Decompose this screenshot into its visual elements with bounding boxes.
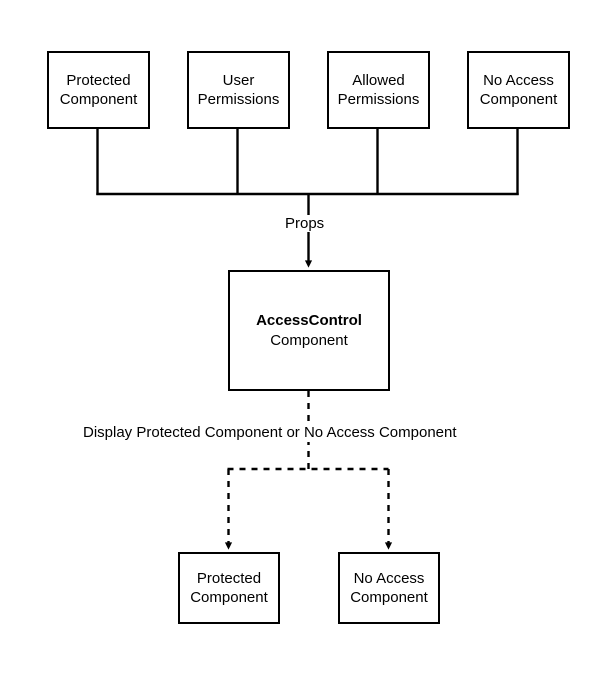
node-no-access-component-top[interactable]: No Access Component [467, 51, 570, 129]
node-no-access-component-bottom[interactable]: No Access Component [338, 552, 440, 624]
node-user-permissions-line2: Permissions [197, 91, 280, 108]
node-allowed-permissions-line2: Permissions [337, 91, 420, 108]
edge-label-props: Props [281, 215, 329, 232]
node-access-control-line2: Component [270, 331, 348, 349]
node-no-access-component-bottom-line2: Component [350, 589, 428, 606]
node-no-access-component-top-line1: No Access [483, 71, 554, 89]
node-access-control-line1: AccessControl [256, 312, 362, 330]
node-no-access-component-bottom-line1: No Access [353, 569, 425, 587]
node-protected-component-top-line2: Component [59, 91, 138, 108]
node-user-permissions[interactable]: User Permissions [187, 51, 290, 129]
node-protected-component-top[interactable]: Protected Component [47, 51, 150, 129]
node-no-access-component-top-line2: Component [479, 91, 558, 108]
node-user-permissions-line1: User [222, 71, 255, 89]
node-protected-component-bottom-line1: Protected [196, 569, 262, 587]
node-protected-component-bottom-line2: Component [190, 589, 268, 606]
node-protected-component-bottom[interactable]: Protected Component [178, 552, 280, 624]
node-protected-component-top-line1: Protected [66, 71, 131, 89]
node-access-control[interactable]: AccessControl Component [228, 270, 390, 391]
node-allowed-permissions-line1: Allowed [352, 71, 405, 89]
edge-label-display-branch: Display Protected Component or No Access… [78, 423, 462, 442]
node-allowed-permissions[interactable]: Allowed Permissions [327, 51, 430, 129]
